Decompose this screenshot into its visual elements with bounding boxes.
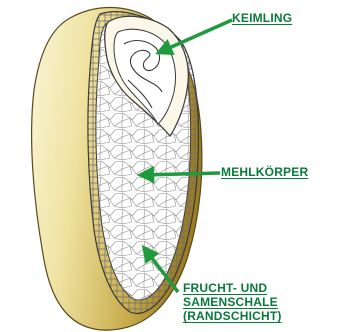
label-frucht-und-samenschale: FRUCHT- UND SAMENSCHALE (RANDSCHICHT)	[183, 281, 282, 323]
label-schale-line1: FRUCHT- UND	[183, 281, 282, 295]
label-schale-line3: (RANDSCHICHT)	[183, 309, 282, 323]
label-mehlkoerper: MEHLKÖRPER	[221, 165, 308, 179]
label-keimling: KEIMLING	[232, 11, 292, 25]
arrow-mehlkoerper	[142, 173, 220, 175]
label-schale-line2: SAMENSCHALE	[183, 295, 282, 309]
